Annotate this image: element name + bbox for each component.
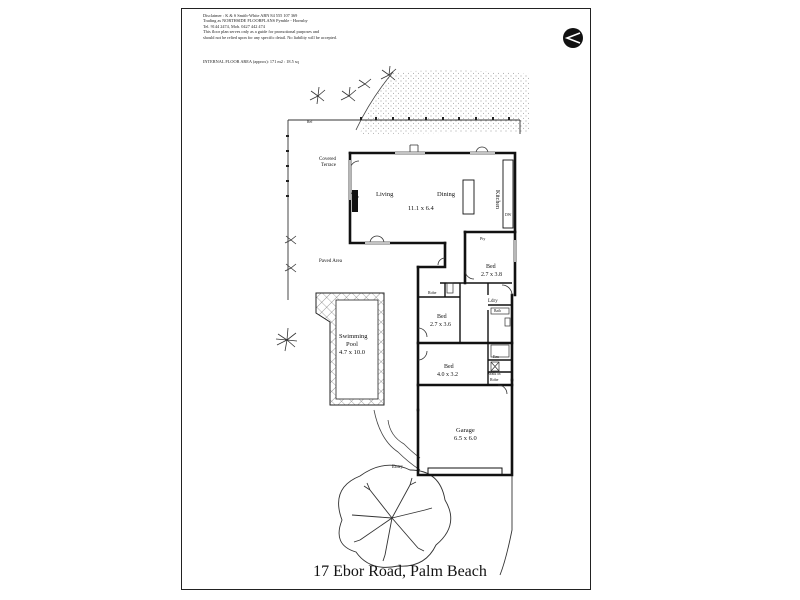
windows: [348, 151, 517, 262]
label-bath: Bath: [494, 309, 501, 313]
disclaimer: Disclaimer : K & S Smith-White ABN 84 55…: [203, 13, 403, 40]
label-bed-1: Bed: [486, 264, 496, 270]
label-living-dims: 11.1 x 6.4: [408, 205, 435, 212]
disclaimer-line: This floor plan serves only as a guide f…: [203, 29, 320, 35]
label-dw: DW: [505, 213, 512, 217]
label-garage: Garage: [456, 427, 475, 434]
internal-floor-area: INTERNAL FLOOR AREA (approx): 171 m2 : 1…: [203, 59, 299, 64]
label-dining: Dining: [437, 191, 456, 198]
bathroom-fixtures: [446, 282, 511, 372]
label-swimming-pool-2: Pool: [346, 341, 358, 348]
label-laundry: Ldry: [488, 299, 498, 304]
label-pantry: Pty: [480, 236, 485, 241]
label-entry: Entry: [392, 465, 404, 470]
fireplace: [352, 190, 358, 212]
label-walk-in-robe-2: Robe: [490, 377, 499, 382]
label-living: Living: [376, 191, 394, 198]
window-lines: [348, 151, 517, 262]
label-ref: Ref: [307, 120, 313, 124]
label-bed-2-dims: 2.7 x 3.6: [430, 322, 451, 328]
label-covered-terrace-2: Terrace: [321, 163, 337, 168]
label-garage-dims: 6.5 x 6.0: [454, 435, 477, 442]
disclaimer-line: Disclaimer : K & S Smith-White ABN 84 55…: [203, 13, 298, 18]
label-pool-dims: 4.7 x 10.0: [339, 349, 365, 356]
tree-canopy: [338, 464, 452, 568]
palm-tree-icon: [275, 65, 397, 352]
boundary-line: [287, 119, 521, 576]
entry-path: [373, 409, 421, 471]
compass-icon: [563, 28, 583, 48]
label-swimming-pool: Swimming: [339, 333, 368, 340]
interior-walls: [417, 282, 512, 385]
disclaimer-line: Trading as NORTHSIDE FLOORPLANS Pymble -…: [203, 18, 308, 24]
label-bed-3: Bed: [444, 364, 454, 370]
disclaimer-line: Tel. 9144 2474, Mob. 0427 442 474: [203, 23, 265, 29]
label-bed-2: Bed: [437, 314, 447, 320]
label-bed-3-dims: 4.0 x 3.2: [437, 372, 458, 378]
garage-door: [427, 467, 503, 475]
garden-bed: [355, 70, 530, 134]
label-covered-terrace: Covered: [319, 157, 336, 162]
property-address: 17 Ebor Road, Palm Beach: [313, 563, 487, 580]
disclaimer-line: should not be relied upon for any specif…: [203, 34, 337, 40]
swimming-pool: [315, 292, 385, 406]
fence-markers: [286, 117, 510, 197]
label-paved-area: Paved Area: [319, 259, 343, 264]
label-walk-in-robe: Walk in: [488, 371, 500, 376]
label-robe: Robe: [428, 290, 437, 295]
label-ensuite: Ens: [493, 354, 499, 359]
label-bed-1-dims: 2.7 x 3.8: [481, 272, 502, 278]
label-kitchen: Kitchen: [494, 190, 500, 209]
kitchen-island: [462, 159, 514, 229]
